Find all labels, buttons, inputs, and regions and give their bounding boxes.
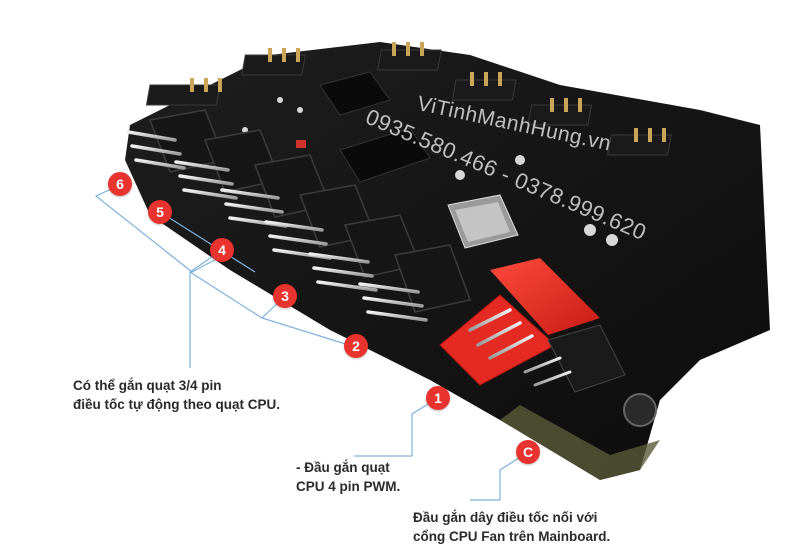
fan-ports-caption: Có thể gắn quạt 3/4 pin điều tốc tự động… <box>73 376 280 414</box>
control-port-caption: Đầu gắn dây điều tốc nối với cổng CPU Fa… <box>413 508 610 546</box>
fan-ports-caption-line1: Có thể gắn quạt 3/4 pin <box>73 378 222 393</box>
port-badge-5: 5 <box>148 200 172 224</box>
port-badge-3: 3 <box>273 284 297 308</box>
port-badge-c: C <box>516 440 540 464</box>
fan-ports-caption-line2: điều tốc tự động theo quạt CPU. <box>73 397 281 412</box>
control-connector <box>523 324 626 393</box>
top-pin-headers <box>145 42 672 156</box>
port-badge-6: 6 <box>108 172 132 196</box>
port-badge-2: 2 <box>344 334 368 358</box>
cpu-port-caption: - Đầu gắn quạt CPU 4 pin PWM. <box>296 458 400 496</box>
cpu-port-caption-line2: CPU 4 pin PWM. <box>296 479 401 494</box>
fan-connectors <box>126 109 471 322</box>
port-badge-4: 4 <box>210 238 234 262</box>
control-port-caption-line1: Đầu gắn dây điều tốc nối với <box>413 510 598 525</box>
port-badge-1: 1 <box>426 386 450 410</box>
cpu-port-caption-line1: - Đầu gắn quạt <box>296 460 390 475</box>
control-port-caption-line2: cổng CPU Fan trên Mainboard. <box>413 529 611 544</box>
cpu-pwm-connector <box>439 258 600 386</box>
